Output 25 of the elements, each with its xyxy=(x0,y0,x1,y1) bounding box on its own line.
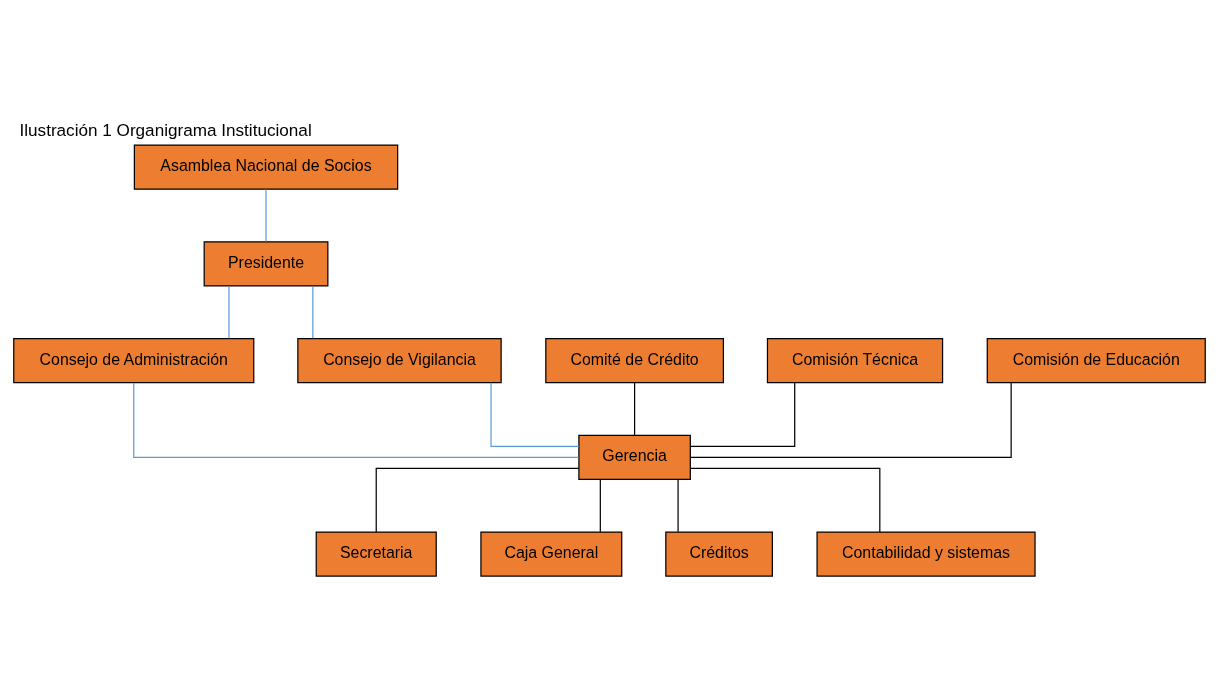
connector xyxy=(228,285,230,339)
node-box: Presidente xyxy=(203,240,329,286)
node-box: Secretaria xyxy=(315,530,437,577)
connector xyxy=(490,381,580,447)
node-box: Contabilidad y sistemas xyxy=(816,530,1036,577)
connector xyxy=(133,381,580,458)
connector xyxy=(690,381,796,447)
node-box: Comisión Técnica xyxy=(766,337,944,383)
connector xyxy=(375,467,580,533)
connector xyxy=(634,381,636,436)
connector xyxy=(312,285,314,339)
node-box: Consejo de Administración xyxy=(13,337,255,383)
node-box: Asamblea Nacional de Socios xyxy=(133,143,399,190)
connector xyxy=(689,467,881,533)
connector xyxy=(599,478,601,532)
node-box: Créditos xyxy=(665,530,773,577)
connector xyxy=(677,478,679,532)
node-box: Consejo de Vigilancia xyxy=(297,337,502,383)
diagram-title: Ilustración 1 Organigrama Institucional xyxy=(19,119,312,140)
connector xyxy=(265,188,267,242)
node-box: Comisión de Educación xyxy=(986,337,1206,383)
node-box: Caja General xyxy=(480,530,623,577)
node-box: Gerencia xyxy=(578,434,691,480)
node-box: Comité de Crédito xyxy=(545,337,724,383)
connector xyxy=(689,381,1012,458)
